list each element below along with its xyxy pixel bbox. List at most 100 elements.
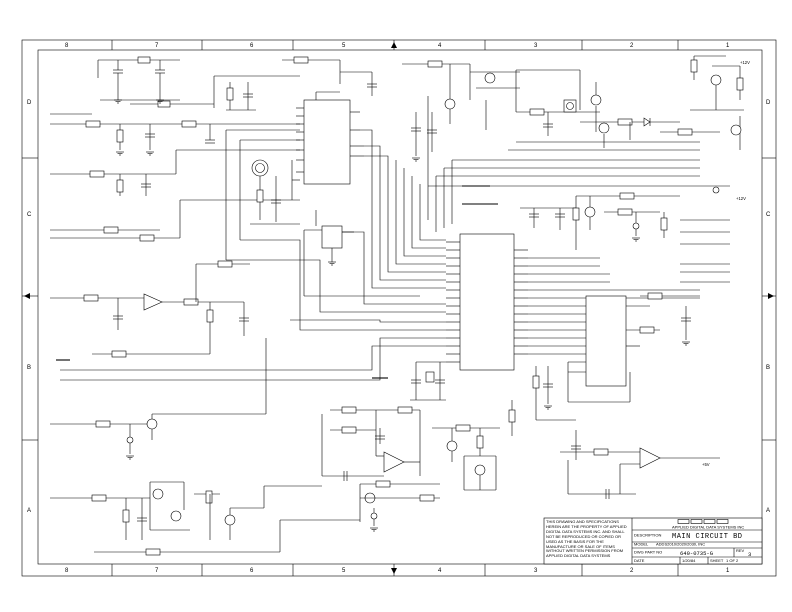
sheet-value: 1 OF 2 (726, 558, 739, 563)
zone-col-label: 5 (342, 568, 346, 574)
input-filter-section (97, 56, 377, 111)
ground-icon (632, 237, 640, 242)
power-label: +5V (702, 462, 710, 467)
zone-col-label: 7 (155, 568, 159, 574)
transistor-icon (146, 418, 158, 430)
opamp-lower-right (508, 366, 720, 499)
crystal-oscillator (410, 361, 446, 401)
zone-row-label: C (27, 212, 32, 218)
transistor-icon (170, 510, 182, 522)
opamp-left (50, 260, 250, 358)
resistor (293, 56, 309, 64)
potentiometer-icon (563, 99, 577, 113)
bus-wires-right (427, 96, 700, 355)
zone-row-label: B (27, 365, 31, 371)
revision-value: 3 (748, 551, 751, 558)
power-label: +12V (736, 196, 746, 201)
transistor-icon (474, 464, 486, 476)
transistor-icon (152, 488, 164, 500)
right-mid-network (520, 192, 730, 283)
date-label: DATE (634, 558, 645, 563)
zone-row-label: A (766, 508, 770, 514)
transistor-icon (590, 94, 602, 106)
ground-icon (146, 151, 154, 156)
date-value: 1/20/84 (682, 558, 696, 563)
ground-icon (114, 99, 122, 104)
drawing-number: 640-0735-G (680, 550, 713, 557)
ground-icon (328, 261, 336, 266)
drawing-number-label: DWG PART NO (634, 550, 662, 555)
opamp-symbol (639, 447, 661, 469)
ground-icon (412, 157, 420, 162)
sheet-label: SHEET (710, 558, 724, 563)
zone-column-labels-top: 8 7 6 5 4 3 2 1 (65, 43, 730, 49)
zone-row-label: D (27, 100, 32, 106)
zone-row-label: D (766, 100, 771, 106)
zone-col-label: 8 (65, 43, 69, 49)
ic-package (459, 233, 515, 371)
zone-col-label: 4 (438, 568, 442, 574)
zone-row-labels: D C B A D C B A (27, 100, 771, 514)
ground-icon (370, 527, 378, 532)
resistor (157, 100, 171, 108)
zone-col-label: 1 (726, 568, 730, 574)
transistor-icon (446, 440, 458, 452)
ground-icon (156, 99, 164, 104)
top-right-drive-section (402, 55, 744, 194)
zone-col-label: 6 (250, 43, 254, 49)
title-block: APPLIED DIGITAL DATA SYSTEMS INC (543, 517, 763, 565)
opamp-symbol (383, 451, 405, 473)
model-value: ADDS2010/2020/2030, INC (656, 542, 705, 547)
transistor-icon (710, 74, 722, 86)
ground-icon (544, 405, 552, 410)
speaker-icon (251, 159, 269, 177)
voltage-regulator (303, 210, 420, 297)
ic-upper-left (296, 91, 364, 185)
ownership-notice: THIS DRAWING AND SPECIFICATIONS HEREIN A… (546, 520, 627, 559)
transistor-icon (598, 122, 610, 134)
transistor-icon (730, 124, 742, 136)
ground-icon (682, 341, 690, 346)
left-signal-lines (50, 113, 300, 260)
lower-left-section (50, 338, 360, 556)
transistor-icon (584, 206, 596, 218)
ic-package (585, 295, 627, 387)
crystal-icon (425, 371, 435, 383)
zone-col-label: 4 (438, 43, 442, 49)
lower-mid-transistors (432, 424, 500, 491)
resistor (137, 56, 151, 64)
zone-col-label: 2 (630, 568, 634, 574)
zone-col-label: 5 (342, 43, 346, 49)
zone-col-label: 1 (726, 43, 730, 49)
power-label: +12V (740, 60, 750, 65)
description-label: DESCRIPTION (634, 533, 661, 538)
zone-column-labels-bottom: 8 7 6 5 4 3 2 1 (65, 568, 730, 574)
ic-package (303, 99, 351, 185)
model-label: MODEL (634, 542, 649, 547)
opamp-symbol (143, 293, 163, 311)
ground-icon (116, 151, 124, 156)
zone-col-label: 8 (65, 568, 69, 574)
revision-label: REV (736, 548, 745, 553)
title-block-fields: DESCRIPTION MAIN CIRCUIT BD MODEL ADDS20… (634, 533, 751, 564)
transistor-icon (224, 514, 236, 526)
power-rail-labels: +12V +12V +5V (702, 60, 750, 467)
diode-icon (643, 117, 651, 127)
zone-col-label: 7 (155, 43, 159, 49)
bus-wires-left (56, 129, 446, 381)
zone-row-label: B (766, 365, 770, 371)
resistor (226, 87, 234, 101)
company-logo (677, 519, 729, 524)
zone-row-label: A (27, 508, 31, 514)
opamp-lower-mid (321, 406, 440, 526)
speaker-element (250, 159, 300, 225)
zone-col-label: 6 (250, 568, 254, 574)
zone-col-label: 3 (534, 43, 538, 49)
zone-row-label: C (766, 212, 771, 218)
transistor-icon (444, 98, 456, 110)
zone-col-label: 2 (630, 43, 634, 49)
ownership-notice-text: THIS DRAWING AND SPECIFICATIONS HEREIN A… (546, 520, 627, 559)
transistor-icon (484, 72, 496, 84)
company-name: APPLIED DIGITAL DATA SYSTEMS INC (672, 525, 744, 530)
ground-icon (126, 455, 134, 460)
